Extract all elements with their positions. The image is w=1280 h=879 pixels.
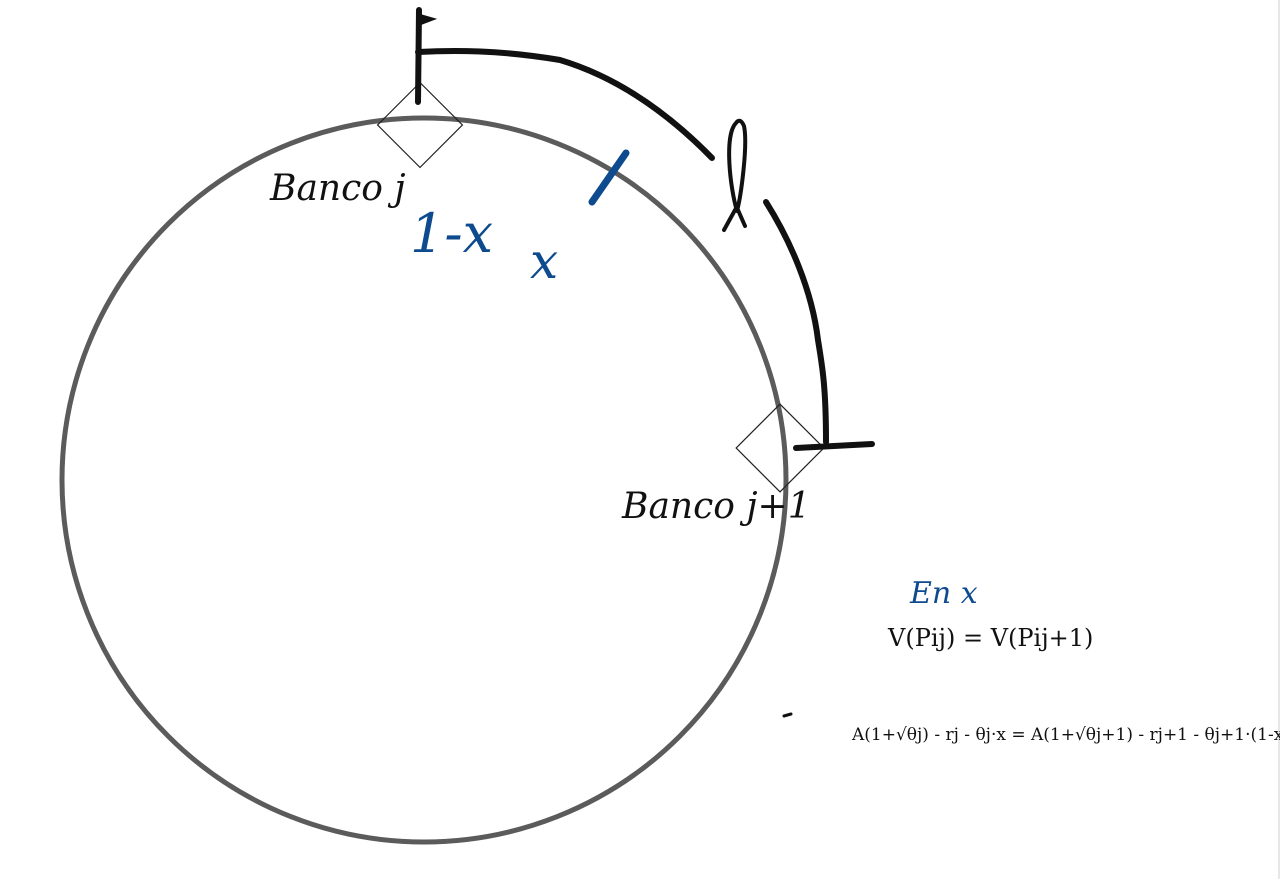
segment-label-x: x — [530, 232, 558, 290]
bank-j1-label: Banco j+1 — [621, 486, 811, 527]
small-dash — [782, 712, 793, 718]
bank-j-label: Banco j — [269, 168, 406, 209]
bank-j1-marker — [735, 403, 825, 493]
consumer-position-mark — [588, 149, 630, 206]
segment-label-one-minus-x: 1-x — [410, 202, 493, 265]
indifference-equation: A(1+√θj) - rj - θj·x = A(1+√θj+1) - rj+1… — [851, 725, 1280, 745]
market-circle — [59, 115, 789, 845]
distance-bracket-flag — [419, 14, 438, 25]
bank-j-marker — [376, 81, 464, 169]
distance-bracket-right — [763, 199, 875, 451]
in-x-heading: En x — [909, 576, 978, 611]
indifference-condition: V(Pij) = V(Pij+1) — [887, 624, 1093, 652]
distance-bracket-top — [415, 7, 715, 161]
distance-one-label — [722, 118, 748, 232]
